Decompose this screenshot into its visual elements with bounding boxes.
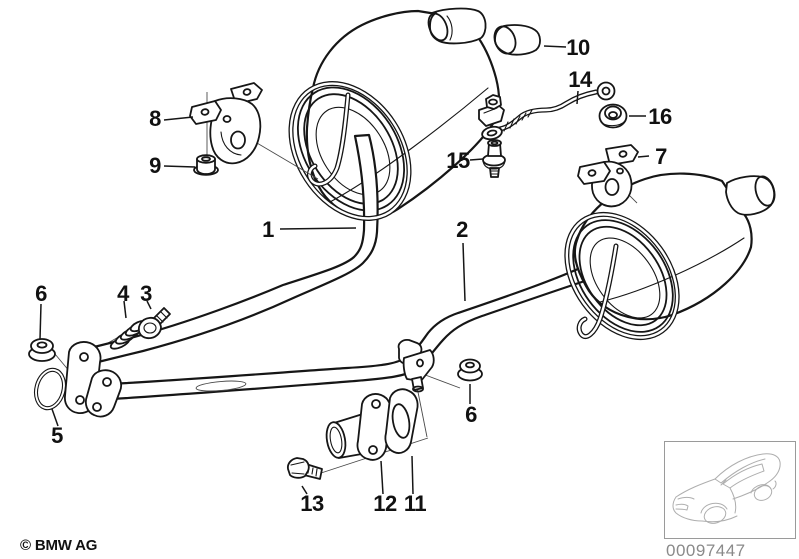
callout-13: 13	[300, 491, 324, 516]
copyright-text: © BMW AG	[20, 537, 98, 554]
tailpipe-left	[429, 7, 487, 45]
tailpipe-tip	[493, 24, 541, 56]
front-flange-joint	[28, 307, 171, 418]
callout-1: 1	[262, 217, 274, 242]
flange-bolt	[286, 457, 323, 480]
grommet-left	[193, 154, 219, 176]
rear-pipe-left	[92, 133, 379, 364]
callout-9: 9	[149, 153, 161, 178]
suspension-bracket-left	[189, 82, 263, 165]
rubber-mount-nut-left	[28, 338, 56, 362]
tailpipe-right	[725, 175, 776, 216]
strap-eyelet-left	[481, 125, 503, 141]
diagram-number: 00097447	[666, 541, 746, 559]
mount-screw	[482, 139, 506, 178]
callout-6b: 6	[465, 402, 477, 427]
hex-bolt	[137, 307, 171, 340]
support-tube	[325, 393, 392, 461]
muffler-strap-group	[478, 81, 616, 178]
hanger-wire-left	[288, 81, 412, 221]
callout-7: 7	[655, 144, 667, 169]
flange-gasket	[384, 388, 419, 454]
callout-6: 6	[35, 281, 47, 306]
callout-12: 12	[373, 491, 397, 516]
callout-14: 14	[568, 67, 592, 92]
callout-leader-lines	[39, 45, 650, 495]
strap-eyelet-right	[596, 81, 616, 101]
callout-11: 11	[403, 491, 427, 516]
callout-16: 16	[648, 104, 672, 129]
callout-8: 8	[149, 106, 161, 131]
callout-4: 4	[117, 281, 129, 306]
rubber-mount-right	[598, 103, 628, 129]
rear-muffler-left	[296, 7, 501, 219]
callout-5: 5	[51, 423, 63, 448]
suspension-bracket-right	[577, 144, 639, 208]
callout-10: 10	[566, 35, 590, 60]
rubber-mount-nut-center	[457, 358, 483, 382]
rear-muffler-right	[564, 172, 776, 341]
gasket-ring	[33, 367, 67, 411]
callout-2: 2	[456, 217, 468, 242]
callout-15: 15	[446, 148, 470, 173]
car-thumbnail-box	[664, 441, 796, 539]
callout-3: 3	[140, 281, 152, 306]
center-mount-group	[286, 338, 483, 480]
car-icon	[672, 453, 781, 524]
